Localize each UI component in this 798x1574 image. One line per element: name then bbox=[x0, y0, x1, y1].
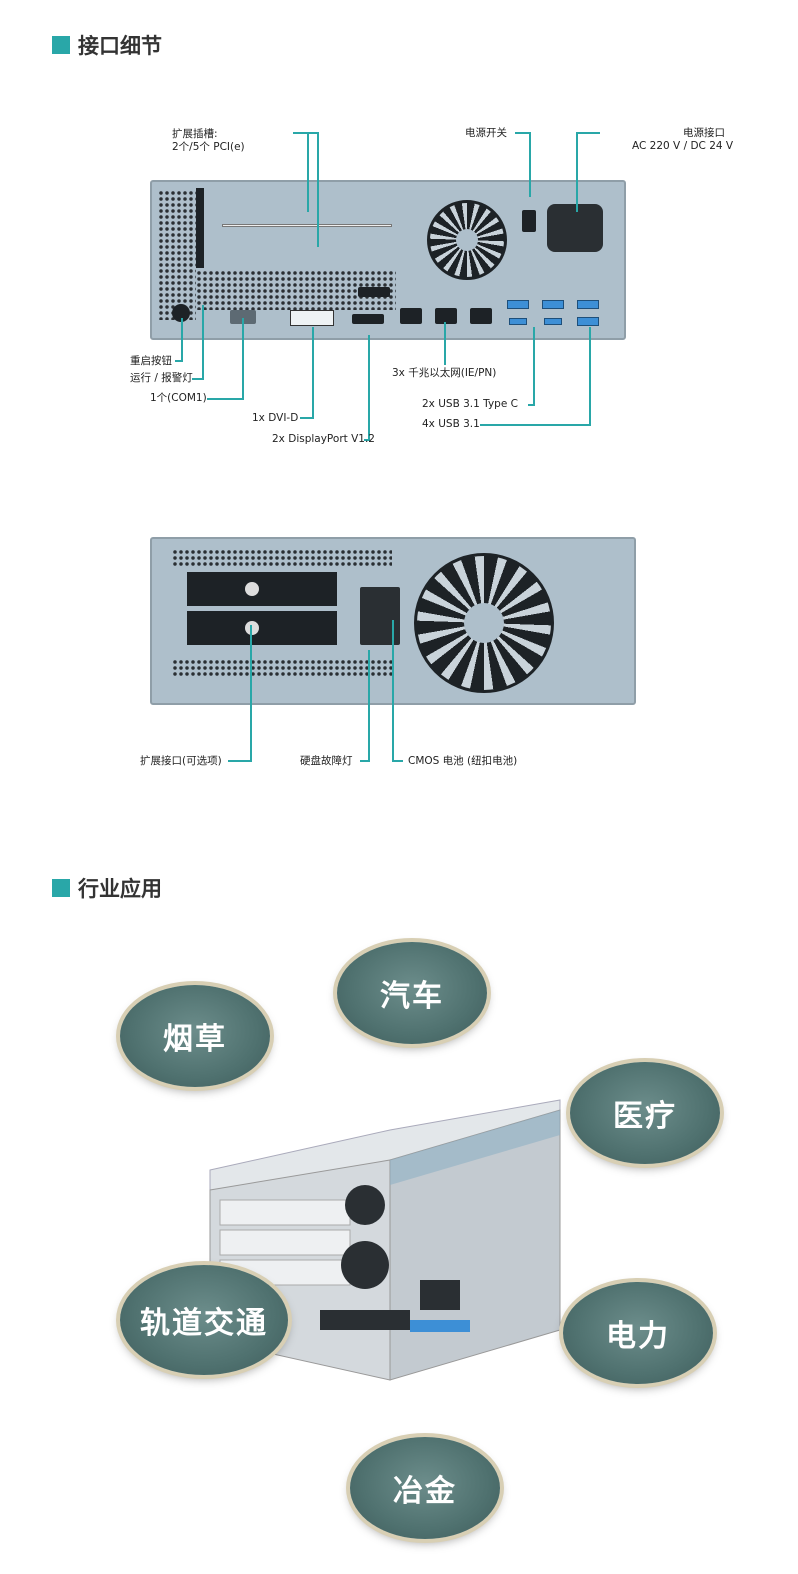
vent-grill bbox=[172, 659, 392, 677]
label-power-spec: AC 220 V / DC 24 V bbox=[632, 140, 734, 152]
com-port bbox=[230, 310, 256, 324]
usb-port bbox=[577, 317, 599, 326]
title-marker bbox=[52, 879, 70, 897]
reset-button bbox=[172, 304, 190, 322]
dp-port bbox=[352, 314, 384, 324]
label-dp: 2x DisplayPort V1.2 bbox=[272, 433, 375, 445]
title-text: 接口细节 bbox=[78, 34, 162, 58]
section-title-interface: 接口细节 bbox=[52, 30, 162, 60]
device-front-panel bbox=[150, 180, 626, 340]
section-title-industry: 行业应用 bbox=[52, 873, 162, 903]
label-expansion: 扩展接口(可选项) bbox=[140, 755, 222, 767]
industry-bubble: 汽车 bbox=[337, 942, 487, 1044]
lan-port bbox=[400, 308, 422, 324]
power-switch bbox=[522, 210, 536, 232]
slot-bracket bbox=[196, 188, 204, 268]
industry-bubble: 烟草 bbox=[120, 985, 270, 1087]
label-usb-c: 2x USB 3.1 Type C bbox=[422, 398, 518, 410]
lan-port bbox=[435, 308, 457, 324]
usb-port bbox=[542, 300, 564, 309]
label-run-alarm: 运行 / 报警灯 bbox=[130, 372, 193, 384]
label-reset: 重启按钮 bbox=[130, 355, 172, 367]
label-usb: 4x USB 3.1 bbox=[422, 418, 480, 430]
fan bbox=[414, 553, 554, 693]
vent-grill bbox=[158, 190, 196, 320]
label-cmos: CMOS 电池 (纽扣电池) bbox=[408, 755, 518, 767]
label-dvi: 1x DVI-D bbox=[252, 412, 299, 424]
usb-port bbox=[507, 300, 529, 309]
label-ethernet: 3x 千兆以太网(IE/PN) bbox=[392, 367, 497, 379]
usb-port bbox=[577, 300, 599, 309]
drive-bay bbox=[187, 611, 337, 645]
label-power-port: 电源接口 bbox=[683, 127, 725, 139]
industry-bubble: 医疗 bbox=[570, 1062, 720, 1164]
lan-port bbox=[470, 308, 492, 324]
label-com: 1个(COM1) bbox=[150, 392, 207, 404]
fan bbox=[427, 200, 507, 280]
title-marker bbox=[52, 36, 70, 54]
drive-bay bbox=[187, 572, 337, 606]
industry-bubble: 冶金 bbox=[350, 1437, 500, 1539]
dp-port bbox=[358, 287, 390, 297]
usb-c-port bbox=[509, 318, 527, 325]
dvi-port bbox=[290, 310, 334, 326]
leader-lines bbox=[175, 132, 600, 762]
label-pci-count: 2个/5个 PCI(e) bbox=[172, 141, 245, 153]
label-power-switch: 电源开关 bbox=[465, 127, 507, 139]
pci-slot bbox=[222, 224, 392, 227]
title-text: 行业应用 bbox=[78, 877, 162, 901]
usb-c-port bbox=[544, 318, 562, 325]
power-socket bbox=[547, 204, 603, 252]
label-hdd-led: 硬盘故障灯 bbox=[300, 755, 353, 767]
industry-bubble: 电力 bbox=[563, 1282, 713, 1384]
label-pci: 扩展插槽: bbox=[172, 128, 218, 140]
industry-bubble: 轨道交通 bbox=[120, 1265, 288, 1375]
vent-grill bbox=[172, 549, 392, 567]
